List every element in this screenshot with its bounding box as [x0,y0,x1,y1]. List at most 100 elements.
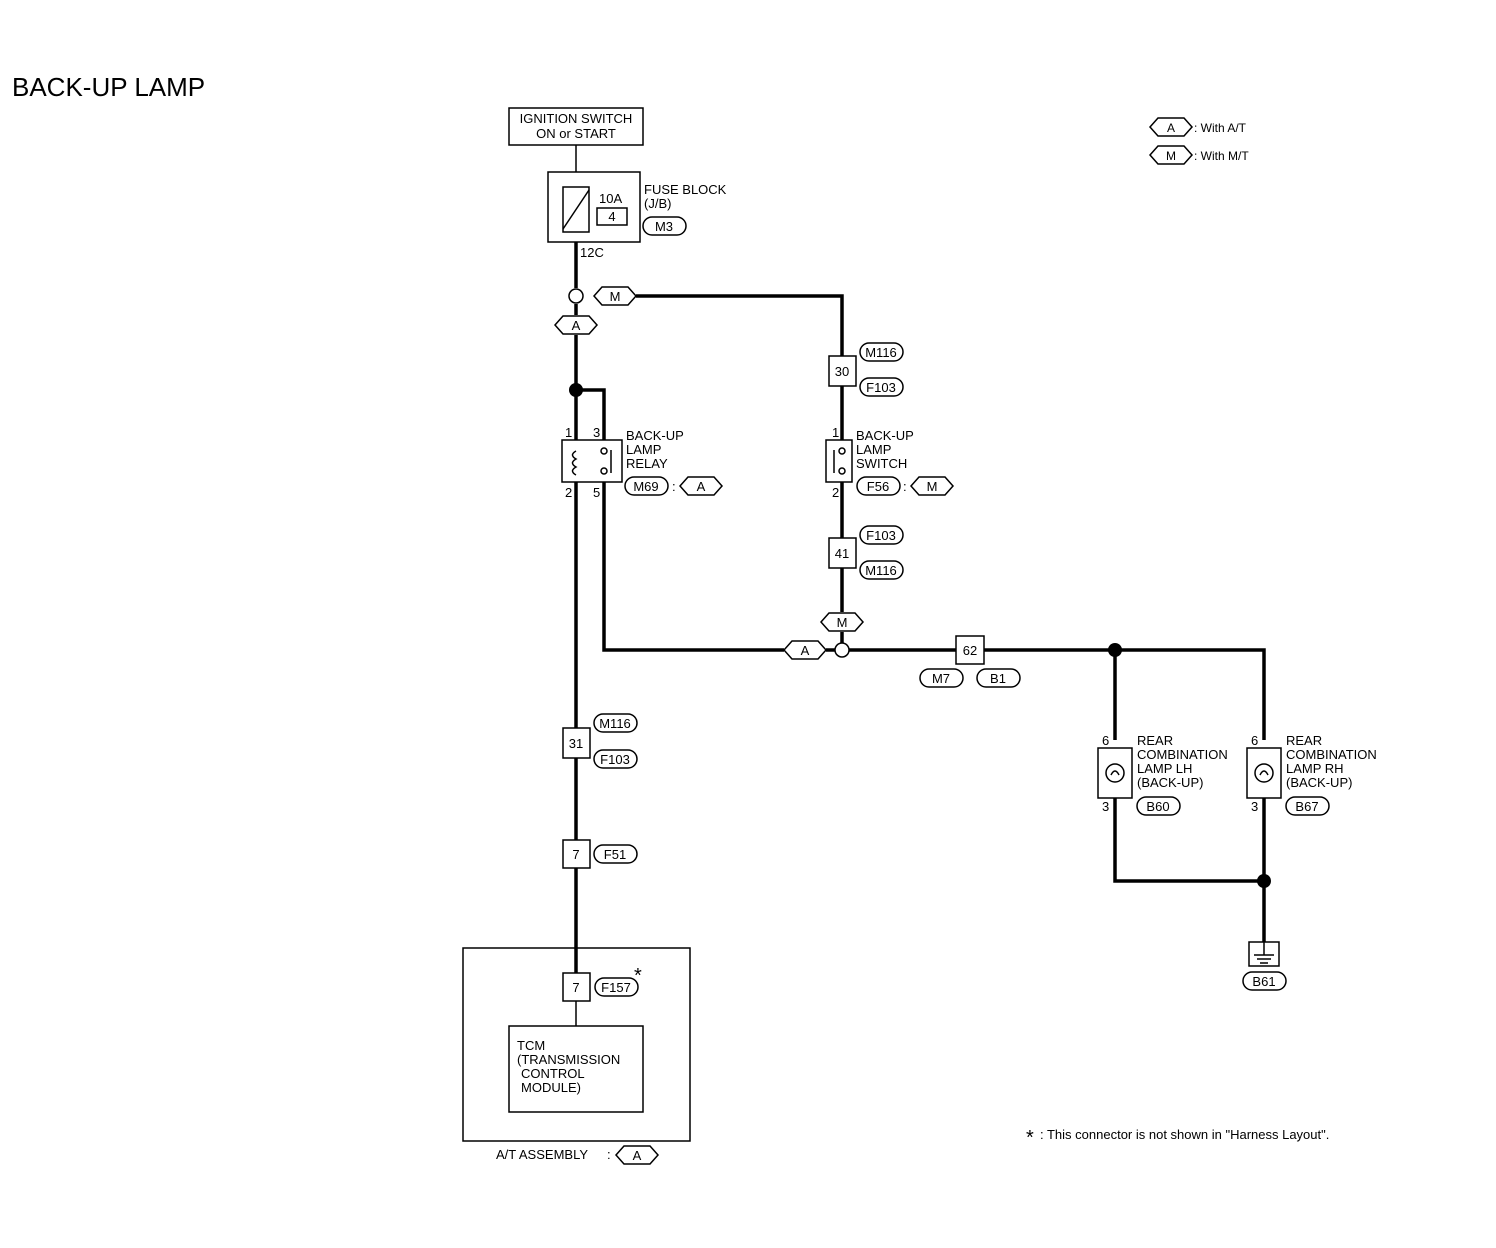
fuse-connector: M3 [655,219,673,234]
fuse-block: 10A 4 FUSE BLOCK (J/B) M3 12C [547,171,727,260]
svg-text:7: 7 [572,980,579,995]
svg-text:M116: M116 [599,716,631,731]
switch-pin2: 2 [832,485,839,500]
joint-connector-31: 31 M116 F103 [562,713,638,769]
footnote-star: * [1026,1127,1034,1149]
svg-text:41: 41 [835,546,849,561]
relay-label2: LAMP [626,442,661,457]
assembly-tag: A [633,1148,642,1163]
relay-connector: M69 [633,479,658,494]
junction-m-tag: M [819,612,865,632]
svg-text:F51: F51 [604,847,626,862]
switch-connector: F56 [867,479,889,494]
rear-combination-lamp-rh: 6 3 REAR COMBINATION LAMP RH (BACK-UP) B… [1246,733,1377,816]
tcm-line4: MODULE) [521,1080,581,1095]
relay-pin2: 2 [565,485,572,500]
switch-label3: SWITCH [856,456,907,471]
relay-label3: RELAY [626,456,668,471]
ground-connector: B61 [1252,974,1275,989]
tcm-line2: (TRANSMISSION [517,1052,620,1067]
relay-pin3: 3 [593,425,600,440]
svg-text:31: 31 [569,736,583,751]
splice-dot [569,383,583,397]
svg-text:M: M [610,289,621,304]
wires [574,145,1266,1026]
svg-text:F103: F103 [600,752,630,767]
svg-text:M: M [837,615,848,630]
switch-label1: BACK-UP [856,428,914,443]
backup-lamp-switch: 1 2 BACK-UP LAMP SWITCH F56 : M [825,425,955,500]
svg-text:COMBINATION: COMBINATION [1286,747,1377,762]
relay-pin5: 5 [593,485,600,500]
fuse-number: 4 [608,209,615,224]
svg-text:COMBINATION: COMBINATION [1137,747,1228,762]
svg-text:6: 6 [1102,733,1109,748]
legend-m-text: : With M/T [1194,149,1249,163]
assembly-label: A/T ASSEMBLY [496,1147,588,1162]
svg-text:A: A [572,318,581,333]
ignition-switch-box: IGNITION SWITCH ON or START [508,107,644,146]
junction-a-tag: A [782,640,828,660]
relay-label1: BACK-UP [626,428,684,443]
svg-text:A: A [801,643,810,658]
splice-dot [1257,874,1271,888]
joint-connector-41: 41 F103 M116 [828,525,904,580]
svg-text:F157: F157 [601,980,631,995]
svg-text:62: 62 [963,643,977,658]
relay-tag: A [697,479,706,494]
switch-colon: : [903,479,907,494]
lamp-lh-connector: B60 [1146,799,1169,814]
backup-lamp-relay: 1 3 2 5 BACK-UP LAMP RELAY M69 : A [561,425,724,500]
svg-text:30: 30 [835,364,849,379]
svg-text:7: 7 [572,847,579,862]
svg-text:REAR: REAR [1286,733,1322,748]
option-circle [568,288,584,304]
tcm-line1: TCM [517,1038,545,1053]
branch-m-tag: M [592,286,638,306]
ignition-line1: IGNITION SWITCH [520,111,633,126]
footnote-star-mark: * [634,965,642,987]
svg-text:(BACK-UP): (BACK-UP) [1137,775,1203,790]
svg-text:M116: M116 [865,345,897,360]
splice-dot [1108,643,1122,657]
legend-m-tag: M [1166,149,1176,163]
svg-text:F103: F103 [866,380,896,395]
assembly-colon: : [607,1147,611,1162]
footnote-text: : This connector is not shown in "Harnes… [1040,1127,1329,1142]
switch-pin1: 1 [832,425,839,440]
fuse-amps: 10A [599,191,622,206]
fuse-label2: (J/B) [644,196,671,211]
bulb-icon [1105,763,1125,783]
svg-text:M116: M116 [865,563,897,578]
joint-connector-30: 30 M116 F103 [828,342,904,397]
option-circle [834,642,850,658]
branch-a-tag: A [553,315,599,335]
ignition-line2: ON or START [536,126,616,141]
svg-text:3: 3 [1251,799,1258,814]
legend-a-text: : With A/T [1194,121,1247,135]
svg-text:LAMP LH: LAMP LH [1137,761,1192,776]
legend-a-tag: A [1167,121,1175,135]
svg-text:LAMP RH: LAMP RH [1286,761,1344,776]
switch-label2: LAMP [856,442,891,457]
relay-coil-icon [571,450,578,476]
svg-text:M7: M7 [932,671,950,686]
svg-text:B1: B1 [990,671,1006,686]
rear-combination-lamp-lh: 6 3 REAR COMBINATION LAMP LH (BACK-UP) B… [1097,733,1228,816]
at-assembly: 7 F157 * TCM (TRANSMISSION CONTROL MODUL… [462,947,691,1165]
svg-text:3: 3 [1102,799,1109,814]
ground: B61 [1242,941,1287,991]
svg-text:REAR: REAR [1137,733,1173,748]
svg-text:6: 6 [1251,733,1258,748]
fuse-label1: FUSE BLOCK [644,182,727,197]
page-title: BACK-UP LAMP [12,72,205,102]
lamp-rh-connector: B67 [1295,799,1318,814]
joint-connector-62: 62 M7 B1 [919,635,1021,688]
legend: A : With A/T M : With M/T [1148,117,1249,165]
relay-colon: : [672,479,676,494]
svg-text:(BACK-UP): (BACK-UP) [1286,775,1352,790]
tcm-line3: CONTROL [521,1066,585,1081]
connector-7-f51: 7 F51 [562,839,638,869]
bulb-icon [1254,763,1274,783]
